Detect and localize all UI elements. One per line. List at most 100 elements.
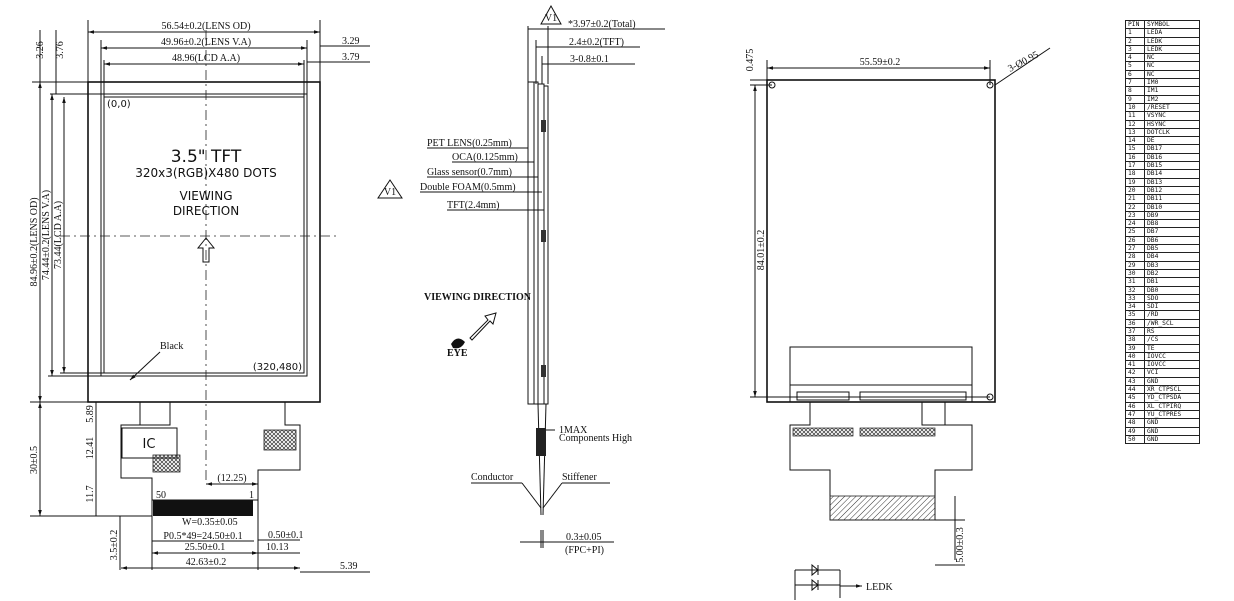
pin-symbol: DB6 — [1144, 235, 1200, 246]
pin-symbol: YD_CTPSDA — [1144, 393, 1200, 403]
pin-number: 49 — [1125, 426, 1145, 436]
pin-number: 27 — [1125, 243, 1145, 254]
dim-42-63: 42.63±0.2 — [186, 557, 227, 568]
coord-origin: (0,0) — [107, 99, 131, 110]
layer-tft: TFT(2.4mm) — [447, 200, 500, 211]
viewing-label-2: DIRECTION — [173, 204, 239, 218]
pin-number: 3 — [1125, 44, 1145, 55]
back-view: 55.59±0.2 3-Ø0.95 0.475 84.01±0.2 5.00±0… — [745, 47, 1051, 600]
dim-back-width: 55.59±0.2 — [860, 57, 901, 68]
pin-symbol: RS — [1144, 326, 1200, 337]
pin-row: 10/RESET — [1125, 102, 1200, 113]
fpc-pi-note: (FPC+PI) — [565, 545, 604, 556]
dim-lens-va-height: 74.44±0.2(LENS V.A) — [41, 190, 52, 280]
dim-fpc-length: 30±0.5 — [29, 446, 40, 474]
side-view: V1 *3.97±0.2(Total) 2.4±0.2(TFT) 3-0.8±0… — [377, 4, 665, 556]
pin-symbol: DB12 — [1144, 185, 1200, 196]
fpc-contacts — [153, 500, 253, 516]
pin-symbol: YU_CTPRES — [1144, 409, 1200, 420]
pin-symbol: /RESET — [1144, 102, 1200, 113]
pin-symbol: SDI — [1144, 302, 1200, 312]
dim-holes: 3-Ø0.95 — [1006, 49, 1040, 74]
pitch-note: P0.5*49=24.50±0.1 — [163, 531, 242, 542]
pin-symbol: DB8 — [1144, 219, 1200, 229]
pin-number: 35 — [1125, 310, 1145, 320]
dim-lcd-aa-height: 73.44(LCD A.A) — [53, 201, 64, 269]
pin-symbol: DB0 — [1144, 285, 1200, 295]
pin-symbol: IOVCC — [1144, 360, 1200, 370]
led-icon — [811, 563, 819, 577]
pin-symbol: DB2 — [1144, 268, 1200, 279]
pin-number: 2 — [1125, 36, 1145, 46]
back-outline — [766, 79, 996, 403]
pin-number: 6 — [1125, 69, 1145, 80]
pin-symbol: DB14 — [1144, 169, 1200, 179]
pin-number: 15 — [1125, 144, 1145, 154]
pin-number: 30 — [1125, 268, 1145, 279]
dim-5-00: 5.00±0.3 — [955, 527, 966, 563]
pin-number: 12 — [1125, 119, 1145, 129]
layer-glass: Glass sensor(0.7mm) — [427, 167, 512, 178]
viewing-direction-label: VIEWING DIRECTION — [424, 292, 532, 303]
pin-number: 29 — [1125, 260, 1145, 270]
front-view: 56.54±0.2(LENS OD) 49.96±0.2(LENS V.A) 4… — [29, 20, 370, 573]
pin-number: 37 — [1125, 326, 1145, 337]
pin-number: 48 — [1125, 418, 1145, 428]
pin-symbol: NC — [1144, 69, 1200, 80]
pin-number: 10 — [1125, 102, 1145, 113]
pin-number: 46 — [1125, 401, 1145, 411]
dim-0-50: 0.50±0.1 — [268, 530, 304, 541]
pin-symbol: VSYNC — [1144, 111, 1200, 121]
pin-number: 47 — [1125, 409, 1145, 420]
pin-row: 35/RD — [1125, 310, 1200, 320]
pin-symbol: XR_CTPSCL — [1144, 385, 1200, 395]
pin-number: 23 — [1125, 210, 1145, 221]
pin-symbol: DB5 — [1144, 243, 1200, 254]
layer-pet-lens: PET LENS(0.25mm) — [427, 138, 512, 149]
active-area — [103, 96, 305, 374]
pin-symbol: IM2 — [1144, 94, 1200, 104]
dim-0-475: 0.475 — [745, 49, 756, 72]
conductor-label: Conductor — [471, 472, 514, 483]
dim-lcd-aa-width: 48.96(LCD A.A) — [172, 53, 240, 64]
pin-number: 14 — [1125, 136, 1145, 146]
dim-lens-od-width: 56.54±0.2(LENS OD) — [161, 21, 250, 32]
dim-12-41: 12.41 — [85, 437, 96, 460]
view-arrow-icon — [469, 312, 497, 341]
rev-tag-foam: V1 — [384, 187, 396, 198]
black-label: Black — [160, 341, 183, 352]
pin-number: 1 — [1125, 28, 1145, 38]
pin-number: 38 — [1125, 335, 1145, 345]
pin-number: 34 — [1125, 302, 1145, 312]
dim-right-top-a: 3.29 — [342, 36, 360, 47]
pin-symbol: HSYNC — [1144, 119, 1200, 129]
rev-tag-top: V1 — [545, 13, 557, 24]
